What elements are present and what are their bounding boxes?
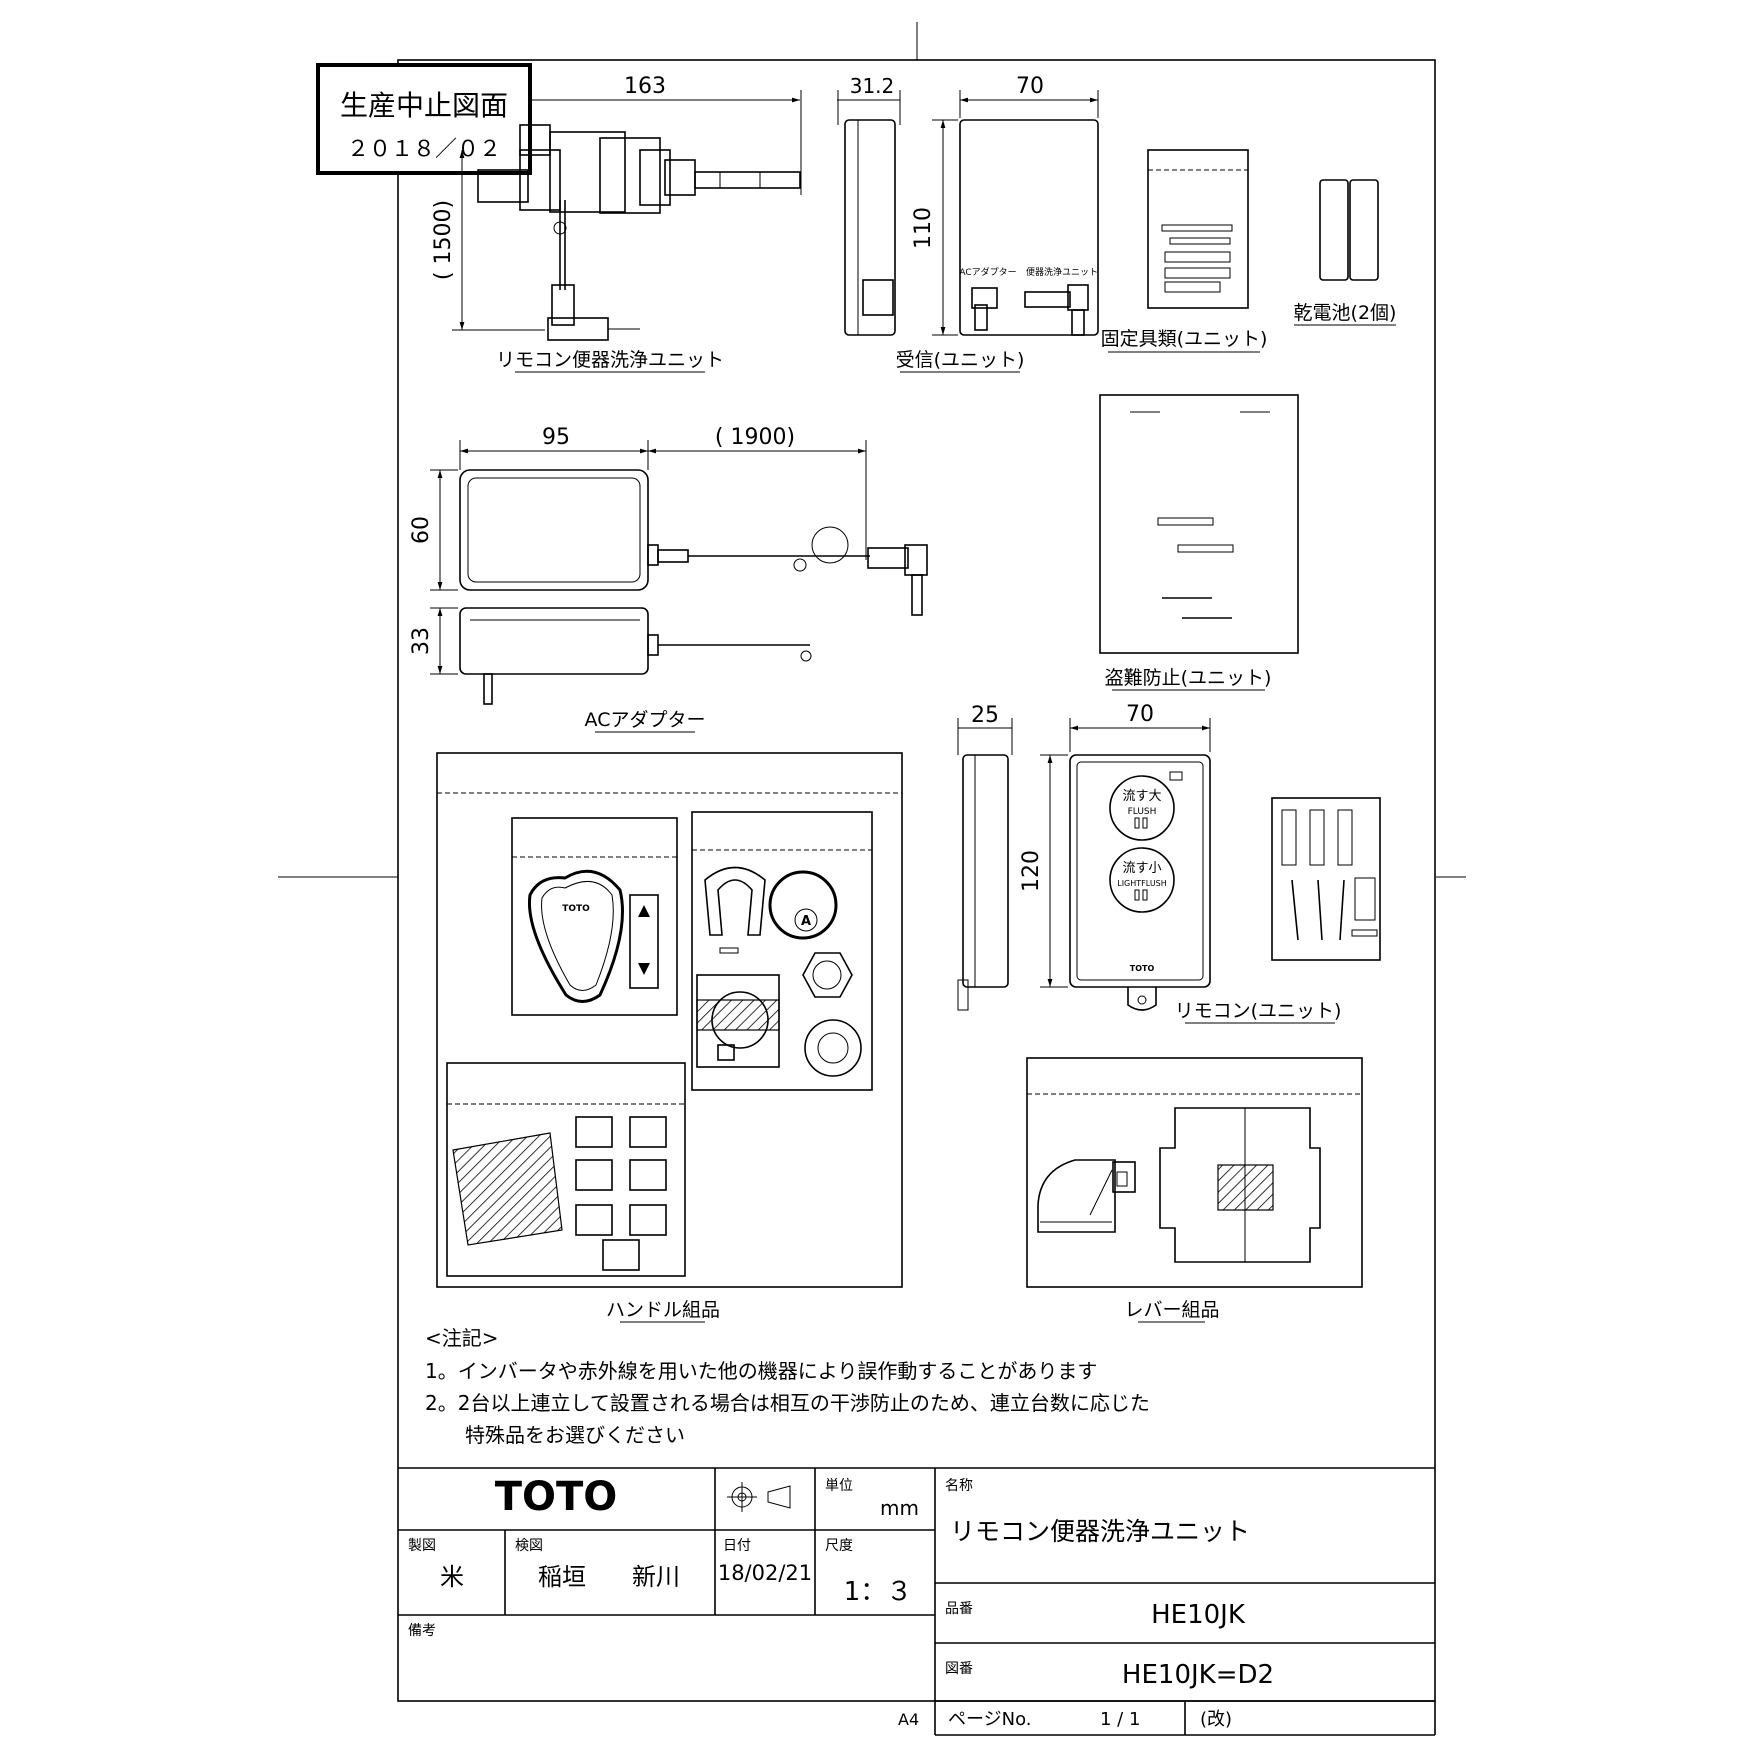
projection-symbol-icon <box>727 1482 791 1512</box>
receiver-dim-width: 70 <box>1016 74 1044 99</box>
ac-adapter-dim-depth: 33 <box>409 627 434 655</box>
stamp-line1: 生産中止図面 <box>340 89 508 122</box>
discontinued-stamp: 生産中止図面 ２０１８／０２ <box>316 63 532 175</box>
main-unit-dim-cord: ( 1500) <box>431 200 456 280</box>
ac-adapter-dim-height: 60 <box>409 516 434 544</box>
revision: (改) <box>1200 1709 1232 1730</box>
page-label: ページNo. <box>948 1709 1032 1730</box>
ac-adapter-dim-width: 95 <box>542 425 570 450</box>
battery-drawing: 乾電池(2個) <box>1294 179 1397 326</box>
part-no-value: HE10JK <box>1151 1600 1246 1630</box>
receiver-drawing: 31.2 70 110 ACアダプター 便器洗浄ユニット 受信(ユニット) <box>837 74 1099 373</box>
handle-label: ハンドル組品 <box>606 1299 720 1321</box>
note-1: 1。インバータや赤外線を用いた他の機器により誤作動することがあります <box>425 1359 1097 1383</box>
receiver-port-flush: 便器洗浄ユニット <box>1026 266 1098 278</box>
flush-big-button <box>1109 775 1175 841</box>
drawn-label: 製図 <box>408 1538 436 1554</box>
lever-assembly-drawing: レバー組品 <box>1026 1057 1363 1323</box>
remote-dim-width: 70 <box>1126 702 1154 727</box>
drawing-no-label: 図番 <box>945 1661 973 1677</box>
handle-assembly-drawing: TOTO A ハンドル組品 <box>436 752 903 1323</box>
name-value: リモコン便器洗浄ユニット <box>950 1517 1250 1546</box>
remote-drawing: 25 70 120 流す大 FLUSH 流す小 LIGHTFLUSH TOTO <box>957 702 1381 1024</box>
handle-brand: TOTO <box>562 904 590 914</box>
battery-label: 乾電池(2個) <box>1294 302 1397 324</box>
main-unit-label: リモコン便器洗浄ユニット <box>496 349 724 371</box>
remote-btn-small-1: 流す小 <box>1122 861 1161 876</box>
notes-section: <注記> 1。インバータや赤外線を用いた他の機器により誤作動することがあります … <box>425 1326 1150 1447</box>
unit-value: mm <box>880 1496 919 1520</box>
checked-value2: 新川 <box>632 1563 680 1591</box>
name-label: 名称 <box>945 1478 973 1494</box>
ac-adapter-dim-cord: ( 1900) <box>715 425 795 450</box>
main-unit-drawing: 163 ( 1500) リモコン便器洗浄ユニット <box>431 74 802 373</box>
drawing-border <box>397 59 1436 1702</box>
remarks-label: 備考 <box>408 1623 436 1639</box>
checked-value1: 稲垣 <box>538 1563 586 1591</box>
receiver-port-ac: ACアダプター <box>959 266 1016 278</box>
remote-btn-small-2: LIGHTFLUSH <box>1117 879 1167 888</box>
scale-label: 尺度 <box>825 1538 853 1554</box>
centering-marks <box>278 22 1466 878</box>
remote-btn-big-1: 流す大 <box>1122 789 1161 804</box>
date-value: 18/02/21 <box>718 1561 812 1585</box>
remote-brand: TOTO <box>1130 964 1155 973</box>
notes-title: <注記> <box>425 1326 499 1350</box>
unit-label: 単位 <box>825 1478 853 1494</box>
ac-adapter-drawing: 95 ( 1900) 60 33 ACアダプター <box>409 425 928 733</box>
receiver-dim-depth: 31.2 <box>850 74 895 98</box>
antitheft-drawing: 盗難防止(ユニット) <box>1099 394 1299 691</box>
flush-small-button <box>1109 847 1175 913</box>
antitheft-label: 盗難防止(ユニット) <box>1105 667 1272 689</box>
drawing-no-value: HE10JK=D2 <box>1122 1660 1274 1690</box>
checked-label: 検図 <box>515 1538 543 1554</box>
stamp-line2: ２０１８／０２ <box>347 137 501 162</box>
drawn-value: 米 <box>440 1563 464 1591</box>
remote-dim-height: 120 <box>1019 850 1044 892</box>
remote-dim-depth: 25 <box>971 703 999 728</box>
date-label: 日付 <box>723 1538 751 1554</box>
main-unit-dim-width: 163 <box>624 74 666 99</box>
handle-mark: A <box>801 914 811 929</box>
fixings-label: 固定具類(ユニット) <box>1101 328 1268 350</box>
receiver-dim-height: 110 <box>911 207 936 249</box>
note-2: 2。2台以上連立して設置される場合は相互の干渉防止のため、連立台数に応じた <box>425 1391 1150 1415</box>
note-2-cont: 特殊品をお選びください <box>465 1423 685 1447</box>
part-no-label: 品番 <box>945 1601 973 1617</box>
page-value: 1 / 1 <box>1100 1709 1140 1730</box>
title-block: TOTO 単位 mm 名称 リモコン便器洗浄ユニット 製図 米 検図 稲垣 新川… <box>398 1467 1436 1736</box>
scale-value: 1：３ <box>844 1577 913 1607</box>
remote-label: リモコン(ユニット) <box>1175 1000 1342 1022</box>
paper-size: A4 <box>898 1710 919 1729</box>
ac-adapter-label: ACアダプター <box>585 709 706 731</box>
receiver-label: 受信(ユニット) <box>896 349 1025 371</box>
fixings-drawing: 固定具類(ユニット) <box>1101 149 1268 353</box>
lever-label: レバー組品 <box>1124 1299 1219 1321</box>
company-logo: TOTO <box>495 1474 618 1520</box>
remote-btn-big-2: FLUSH <box>1128 807 1157 817</box>
